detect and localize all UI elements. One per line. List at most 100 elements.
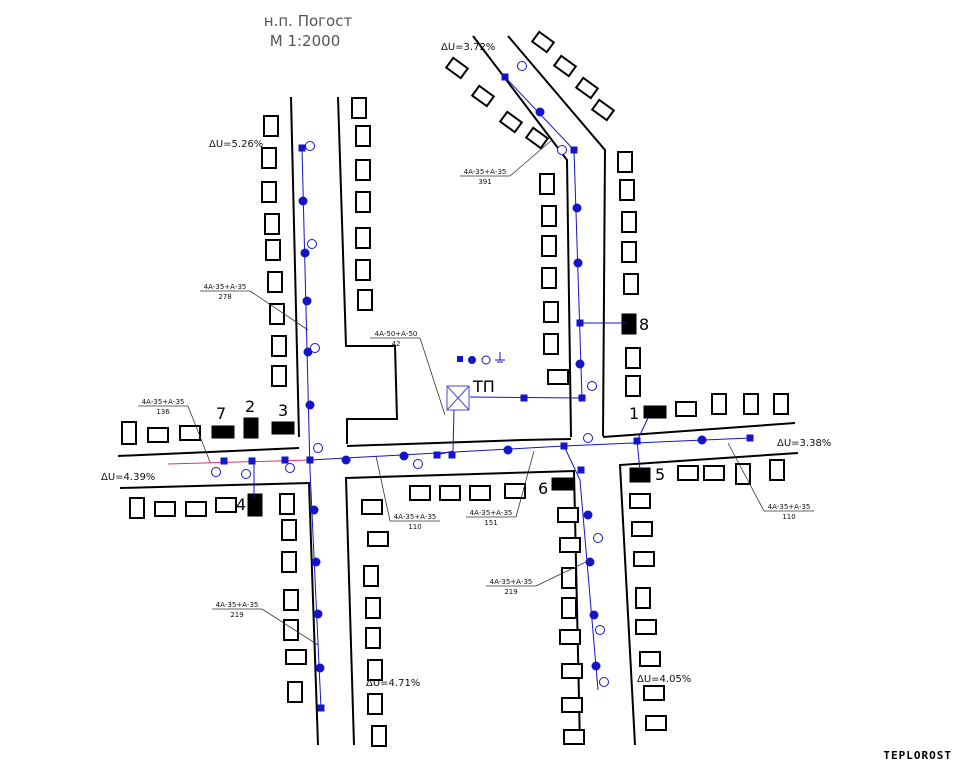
circle-support-icon (535, 107, 545, 117)
cable-spec: 4А-35+А-35 (394, 513, 437, 521)
substation-hatch (446, 385, 470, 411)
square-support-icon (578, 394, 586, 402)
ring-icon (307, 239, 317, 249)
house (263, 115, 279, 137)
house (371, 725, 387, 747)
road-edge (346, 438, 572, 447)
square-support-icon (281, 456, 289, 464)
house (261, 181, 277, 203)
square-support-icon (317, 704, 325, 712)
circle-support-icon (309, 505, 319, 515)
square-support-icon (746, 434, 754, 442)
consumer-number: 3 (278, 401, 288, 420)
circle-support-icon (315, 663, 325, 673)
house (439, 485, 461, 501)
house (629, 493, 651, 509)
ring-icon (595, 625, 605, 635)
substation-label: ТП (472, 377, 495, 396)
voltage-drops: ΔU=3.72% ΔU=5.26% ΔU=4.39% ΔU=3.38% ΔU=4… (101, 42, 831, 689)
cable-length: 219 (230, 611, 243, 619)
road-edge (119, 481, 319, 746)
square-support-icon (577, 466, 585, 474)
house (154, 501, 176, 517)
house (283, 589, 299, 611)
house (543, 301, 559, 323)
circle-support-icon (313, 609, 323, 619)
house (552, 54, 578, 78)
line-tap-5 (636, 440, 641, 471)
road-edge (507, 35, 607, 437)
consumer-number: 6 (538, 479, 548, 498)
cable-label-north: 4А-35+А-35 391 (460, 139, 553, 186)
cable-spec: 4А-35+А-35 (464, 168, 507, 176)
house (361, 499, 383, 515)
ground-icon (495, 352, 505, 363)
cable-length: 219 (504, 588, 517, 596)
circle-support-icon (298, 196, 308, 206)
circle-support-icon (305, 400, 315, 410)
ring-icon (517, 61, 527, 71)
house (265, 239, 281, 261)
house (355, 227, 371, 249)
house (367, 659, 383, 681)
house (703, 465, 725, 481)
circle-support-icon (697, 435, 707, 445)
house (470, 84, 496, 108)
square-support-icon (501, 73, 509, 81)
square-support-icon (433, 451, 441, 459)
house (735, 463, 751, 485)
circle-support-icon (300, 248, 310, 258)
circle-support-icon (572, 203, 582, 213)
house (281, 519, 297, 541)
ring-icon (313, 443, 323, 453)
cable-length: 42 (392, 340, 401, 348)
house (367, 531, 389, 547)
house (530, 30, 556, 54)
house (677, 465, 699, 481)
circle-support-icon (583, 510, 593, 520)
ring-icon (285, 463, 295, 473)
house (711, 393, 727, 415)
cable-spec: 4А-35+А-35 (490, 578, 533, 586)
cable-label-nw: 4А-35+А-35 278 (200, 283, 309, 331)
cable-labels: 4А-35+А-35 391 4А-35+А-35 278 4А-50+А-50… (138, 139, 814, 646)
square-support-icon (248, 457, 256, 465)
square-support-icon (570, 146, 578, 154)
ring-icon (481, 355, 491, 365)
road-edge (117, 447, 300, 457)
cable-label-tp: 4А-50+А-50 42 (370, 330, 446, 416)
voltage-drop-southwest: ΔU=4.71% (366, 678, 420, 689)
road-edge (602, 422, 796, 438)
house (639, 651, 661, 667)
house (355, 259, 371, 281)
ring-icon (593, 533, 603, 543)
road-edge (290, 96, 300, 438)
cable-length: 136 (156, 408, 170, 416)
circle-support-icon (302, 296, 312, 306)
ring-icon (413, 459, 423, 469)
cable-label-west: 4А-35+А-35 136 (138, 398, 211, 463)
house (617, 151, 633, 173)
house (541, 267, 557, 289)
cable-label-sw: 4А-35+А-35 219 (212, 601, 319, 646)
plan-title: н.п. Погост (264, 12, 353, 30)
roads (117, 35, 799, 746)
square-support-icon (520, 394, 528, 402)
consumer-building (247, 493, 263, 517)
circle-support-icon (591, 661, 601, 671)
square-support-icon (220, 457, 228, 465)
house (271, 335, 287, 357)
line-tp-drop (436, 409, 455, 456)
circle-support-icon (399, 451, 409, 461)
square-support-icon (457, 356, 463, 362)
ring-icon (305, 141, 315, 151)
consumer-building (211, 425, 235, 439)
house (631, 521, 653, 537)
house (355, 125, 371, 147)
house (541, 205, 557, 227)
house (621, 241, 637, 263)
house (561, 567, 577, 589)
line-south-east (563, 445, 599, 691)
house (543, 333, 559, 355)
